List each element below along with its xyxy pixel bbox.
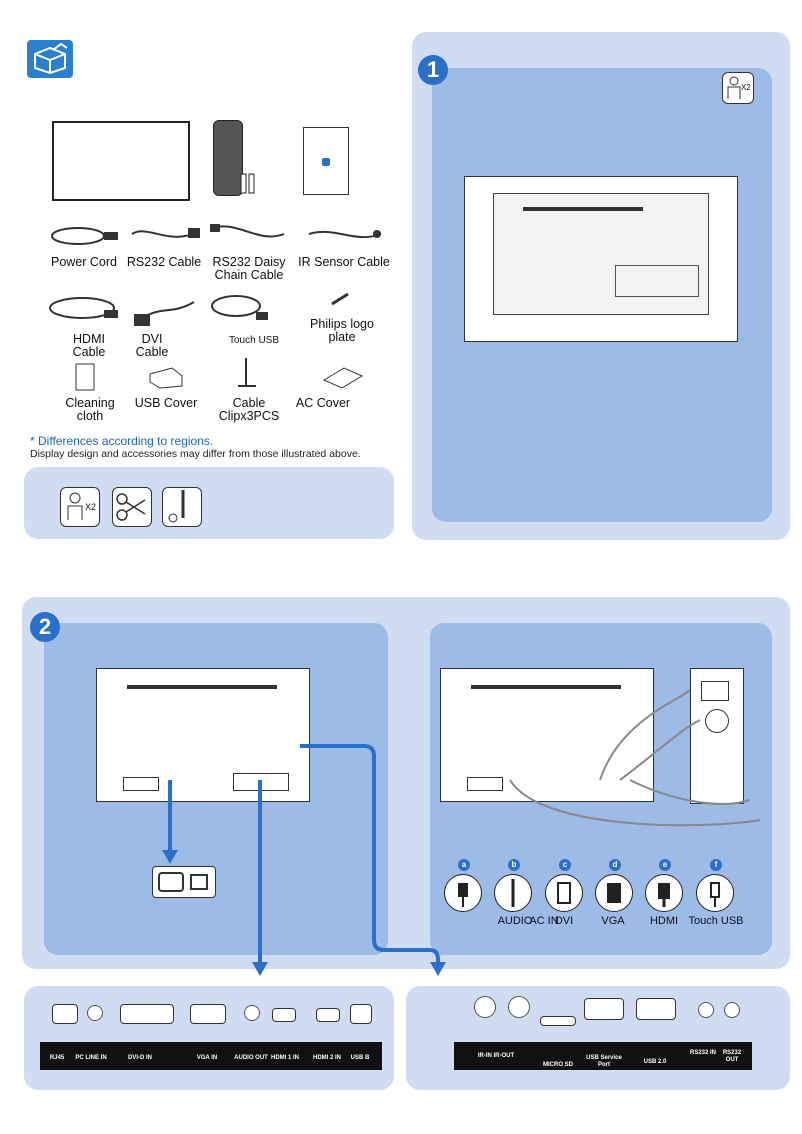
ir-sensor-cable-illustration bbox=[308, 230, 382, 239]
accessory-label-ir-sensor-cable: IR Sensor Cable bbox=[298, 255, 390, 269]
unpack-box-icon bbox=[27, 40, 73, 78]
dvi-plug-icon bbox=[545, 874, 583, 912]
design-note: Display design and accessories may diffe… bbox=[30, 448, 361, 460]
cable-clip-illustration bbox=[238, 358, 256, 387]
hdmi-plug-icon bbox=[645, 874, 683, 912]
rs232-cable-illustration bbox=[131, 228, 200, 238]
usb-b-port bbox=[350, 1004, 372, 1024]
display-in-packaging bbox=[464, 176, 738, 342]
port-label-hdmi1-in: HDMI 1 IN bbox=[270, 1055, 299, 1061]
port-label-rs232-out: RS232 OUT bbox=[722, 1050, 742, 1063]
step1-persons-count: X2 bbox=[741, 83, 751, 92]
step1-badge: 1 bbox=[418, 55, 448, 85]
batteries-illustration bbox=[240, 172, 256, 194]
connector-label-audio: AUDIO bbox=[497, 915, 533, 927]
power-cord-illustration bbox=[51, 227, 118, 245]
port-label-vga-in: VGA IN bbox=[196, 1055, 218, 1061]
ir-out-jack bbox=[508, 996, 530, 1018]
screwdriver-icon bbox=[162, 487, 202, 527]
port-label-rj45: RJ45 bbox=[49, 1055, 65, 1061]
port-label-dvi-d-in: DVI-D IN bbox=[128, 1055, 152, 1061]
persons-count: X2 bbox=[85, 502, 97, 512]
ports-panel-left bbox=[24, 986, 394, 1090]
quick-start-guide-illustration bbox=[303, 127, 349, 195]
accessory-label-power-cord: Power Cord bbox=[51, 255, 117, 269]
ports-label-strip-left bbox=[40, 1042, 382, 1070]
step2-badge: 2 bbox=[30, 612, 60, 642]
accessory-label-touch-usb: Touch USB bbox=[228, 335, 280, 346]
regions-note: * Differences according to regions. bbox=[30, 434, 214, 448]
accessory-label-philips-logo-plate: Philips logo plate bbox=[310, 317, 374, 344]
rs232-in-jack bbox=[698, 1002, 714, 1018]
display-rear-left bbox=[96, 668, 310, 802]
connector-label-hdmi: HDMI bbox=[649, 915, 679, 927]
accessory-label-rs232-cable: RS232 Cable bbox=[126, 255, 202, 269]
step1-two-persons-icon: X2 bbox=[722, 72, 754, 104]
ac-in-port-icon bbox=[152, 866, 216, 898]
vga-in-port bbox=[190, 1004, 226, 1024]
connector-letter-d: d bbox=[609, 859, 621, 871]
port-label-pc-line-in: PC LINE IN bbox=[75, 1055, 107, 1061]
dvi-cable-illustration bbox=[134, 301, 195, 326]
port-label-ir: IR-IN IR-OUT bbox=[477, 1053, 515, 1059]
port-label-usb-service: USB Service Port bbox=[586, 1055, 622, 1068]
pc-cables bbox=[509, 689, 761, 827]
remote-control-illustration bbox=[213, 120, 243, 196]
port-label-usb-2: USB 2.0 bbox=[643, 1059, 667, 1065]
pc-tower-illustration bbox=[690, 668, 744, 804]
connector-letter-e: e bbox=[659, 859, 671, 871]
cleaning-cloth-illustration bbox=[75, 363, 95, 391]
audio-out-jack bbox=[244, 1005, 260, 1021]
ports-label-strip-right bbox=[454, 1042, 752, 1070]
hdmi-cable-illustration bbox=[49, 297, 118, 319]
connector-label-vga: VGA bbox=[601, 915, 625, 927]
scissors-icon bbox=[112, 487, 152, 527]
accessory-label-hdmi-cable: HDMI Cable bbox=[72, 332, 106, 359]
display-illustration bbox=[52, 121, 190, 201]
rs232-out-jack bbox=[724, 1002, 740, 1018]
connection-arrows bbox=[162, 744, 446, 976]
ac-cover-illustration bbox=[322, 367, 364, 389]
touch-usb-cable-illustration bbox=[211, 295, 268, 320]
accessory-label-rs232-daisy-chain: RS232 Daisy Chain Cable bbox=[212, 255, 286, 282]
philips-logo-plate-illustration bbox=[331, 292, 349, 306]
accessory-label-cable-clip: Cable Clipx3PCS bbox=[218, 396, 280, 423]
ir-in-jack bbox=[474, 996, 496, 1018]
port-label-rs232-in: RS232 IN bbox=[690, 1050, 717, 1056]
rs232-daisy-chain-cable-illustration bbox=[210, 224, 285, 238]
two-persons-icon: X2 bbox=[60, 487, 100, 527]
port-label-hdmi2-in: HDMI 2 IN bbox=[312, 1055, 341, 1061]
power-plug-icon bbox=[444, 874, 482, 912]
connector-label-touch-usb: Touch USB bbox=[688, 915, 744, 927]
vga-plug-icon bbox=[595, 874, 633, 912]
accessory-label-dvi-cable: DVI Cable bbox=[135, 332, 169, 359]
rj45-port bbox=[52, 1004, 78, 1024]
usb-service-port bbox=[584, 998, 624, 1020]
port-label-usb-b: USB B bbox=[350, 1055, 370, 1061]
connector-letter-c: c bbox=[559, 859, 571, 871]
display-rear-right bbox=[440, 668, 654, 802]
usb-plug-icon bbox=[696, 874, 734, 912]
connector-letter-a: a bbox=[458, 859, 470, 871]
pc-line-in-jack bbox=[87, 1005, 103, 1021]
accessory-label-ac-cover: AC Cover bbox=[295, 396, 351, 410]
micro-sd-slot bbox=[540, 1016, 576, 1026]
usb-cover-illustration bbox=[149, 367, 183, 389]
audio-plug-icon bbox=[494, 874, 532, 912]
accessory-label-usb-cover: USB Cover bbox=[134, 396, 198, 410]
connector-label-ac-in: AC IN bbox=[529, 915, 559, 927]
usb-2-port bbox=[636, 998, 676, 1020]
dvi-d-in-port bbox=[120, 1004, 174, 1024]
connector-label-dvi: DVI bbox=[554, 915, 574, 927]
connector-letter-b: b bbox=[508, 859, 520, 871]
connector-letter-f: f bbox=[710, 859, 722, 871]
hdmi1-in-port bbox=[272, 1008, 296, 1022]
hdmi2-in-port bbox=[316, 1008, 340, 1022]
port-label-micro-sd: MICRO SD bbox=[543, 1062, 573, 1068]
port-label-audio-out: AUDIO OUT bbox=[234, 1055, 268, 1061]
accessory-label-cleaning-cloth: Cleaning cloth bbox=[65, 396, 115, 423]
